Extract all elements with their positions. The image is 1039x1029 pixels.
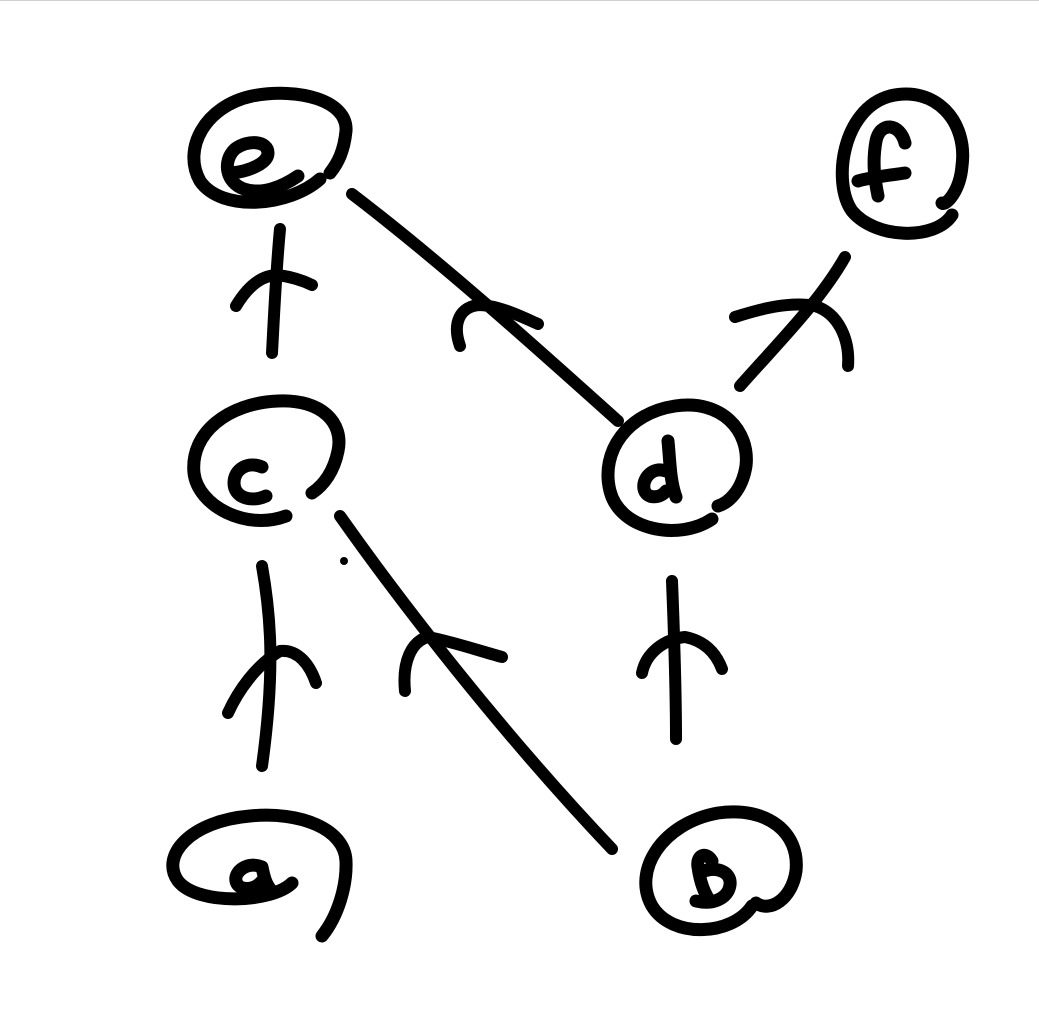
edge-c-to-e	[266, 223, 286, 359]
node-circle-b	[639, 805, 803, 937]
arrowhead-b-to-d	[636, 631, 728, 679]
edge-a-to-c	[256, 560, 277, 772]
node-circle-c	[187, 394, 346, 527]
node-label-c: c	[248, 448, 272, 494]
node-letter-b	[689, 848, 737, 909]
edge-b-to-d	[666, 575, 682, 745]
ink-dot	[340, 557, 348, 565]
node-label-d: d	[658, 446, 687, 492]
node-letter-f-bar	[851, 166, 912, 188]
arrowhead-c-to-e	[230, 269, 318, 312]
edge-b-to-c	[334, 510, 618, 855]
arrowhead-b-to-c	[398, 631, 508, 697]
node-letter-a	[229, 858, 279, 898]
node-letter-d-stem	[661, 434, 683, 504]
node-letter-e	[220, 136, 305, 198]
node-letter-c	[227, 458, 273, 506]
edge-d-to-f	[734, 251, 851, 392]
arrowhead-a-to-c	[222, 644, 322, 719]
node-circle-a	[166, 808, 353, 943]
arrowhead-d-to-f	[729, 298, 855, 372]
arrowhead-d-to-e	[450, 299, 544, 352]
node-label-e: e	[241, 138, 268, 184]
node-letter-d-bowl	[637, 463, 673, 504]
node-label-a: a	[245, 842, 272, 888]
node-circle-f	[835, 87, 970, 240]
node-label-f: f	[881, 138, 899, 184]
node-label-b: b	[704, 850, 733, 896]
node-circle-e	[187, 86, 353, 209]
node-circle-d	[601, 398, 753, 537]
